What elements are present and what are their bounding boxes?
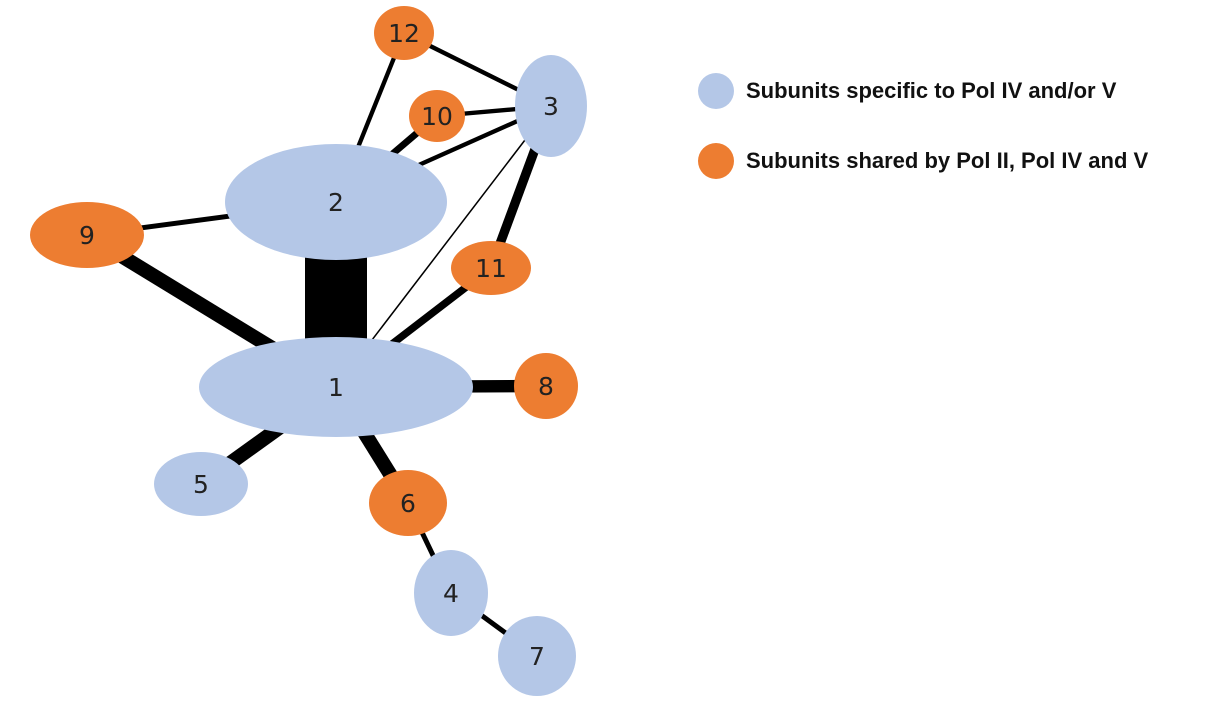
node-2: 2 [225,144,447,260]
node-label: 9 [79,221,95,250]
node-label: 12 [388,19,420,48]
node-ellipse [514,353,578,419]
node-ellipse [451,241,531,295]
node-5: 5 [154,452,248,516]
node-8: 8 [514,353,578,419]
node-11: 11 [451,241,531,295]
node-ellipse [30,202,144,268]
legend: Subunits specific to Pol IV and/or V Sub… [698,72,1148,212]
node-6: 6 [369,470,447,536]
node-9: 9 [30,202,144,268]
node-label: 6 [400,489,416,518]
node-10: 10 [409,90,465,142]
legend-dot-orange [698,143,734,179]
node-label: 8 [538,372,554,401]
node-label: 10 [421,102,453,131]
node-ellipse [199,337,473,437]
node-ellipse [409,90,465,142]
node-7: 7 [498,616,576,696]
legend-item-specific: Subunits specific to Pol IV and/or V [698,72,1148,110]
node-ellipse [515,55,587,157]
node-ellipse [374,6,434,60]
node-1: 1 [199,337,473,437]
node-label: 1 [328,373,344,402]
node-label: 3 [543,92,559,121]
node-ellipse [154,452,248,516]
node-ellipse [498,616,576,696]
node-label: 5 [193,470,209,499]
node-4: 4 [414,550,488,636]
legend-item-shared: Subunits shared by Pol II, Pol IV and V [698,142,1148,180]
legend-label: Subunits shared by Pol II, Pol IV and V [746,148,1149,173]
legend-dot-blue [698,73,734,109]
node-label: 4 [443,579,459,608]
legend-label: Subunits specific to Pol IV and/or V [746,78,1117,103]
node-ellipse [414,550,488,636]
node-ellipse [225,144,447,260]
node-3: 3 [515,55,587,157]
node-label: 7 [529,642,545,671]
node-ellipse [369,470,447,536]
node-label: 11 [475,254,507,283]
node-12: 12 [374,6,434,60]
node-label: 2 [328,188,344,217]
